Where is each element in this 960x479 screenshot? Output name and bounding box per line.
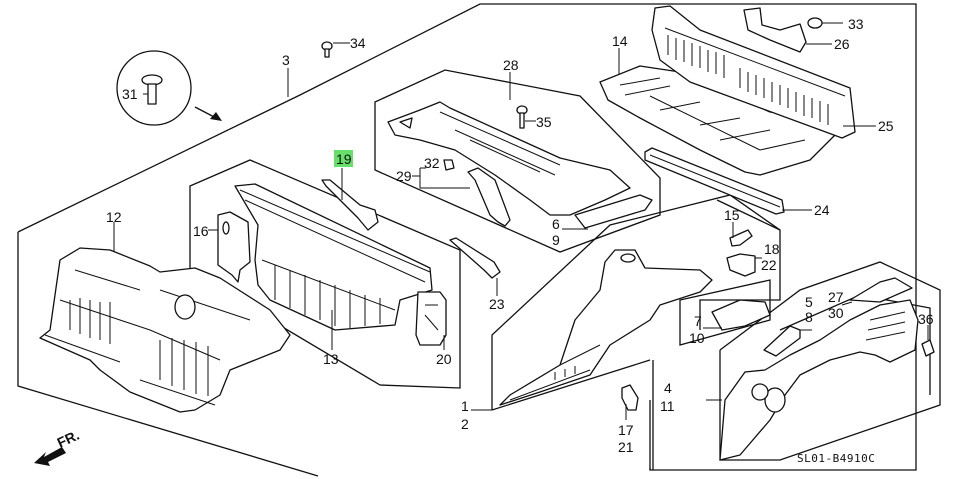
callout-15[interactable]: 15 [724, 207, 740, 223]
leader-lines [113, 48, 876, 411]
callout-14[interactable]: 14 [612, 33, 628, 49]
part-35-bolt[interactable] [516, 105, 536, 129]
callout-13[interactable]: 13 [323, 351, 339, 367]
callout-23[interactable]: 23 [489, 296, 505, 312]
callout-26[interactable]: 26 [834, 36, 850, 52]
callout-35[interactable]: 35 [536, 114, 552, 130]
part-23-stay[interactable] [449, 237, 501, 279]
callout-5[interactable]: 5 [805, 294, 813, 310]
callout-25[interactable]: 25 [878, 118, 894, 134]
part-24-rail[interactable] [644, 147, 785, 215]
callout-18[interactable]: 18 [764, 241, 780, 257]
inset-arrow [194, 106, 222, 121]
part-7-bracket[interactable] [703, 299, 771, 331]
part-28-crossmember[interactable] [387, 101, 653, 229]
callout-6[interactable]: 6 [552, 216, 560, 232]
callout-32[interactable]: 32 [424, 155, 440, 171]
callout-11[interactable]: 11 [660, 398, 675, 414]
callout-21[interactable]: 21 [618, 439, 634, 455]
part-17-clip[interactable] [621, 384, 639, 420]
callout-7[interactable]: 7 [694, 313, 702, 329]
part-29-bracket[interactable] [412, 159, 511, 227]
part-26-bracket[interactable] [743, 7, 832, 53]
callout-34[interactable]: 34 [350, 35, 366, 51]
part-20-bracket[interactable] [415, 291, 447, 346]
part-27-bracket[interactable] [841, 277, 913, 306]
callout-29[interactable]: 29 [396, 168, 412, 184]
callout-36[interactable]: 36 [918, 311, 934, 327]
part-34-clip[interactable] [321, 41, 350, 58]
highlight-19 [334, 150, 353, 167]
callout-28[interactable]: 28 [503, 57, 519, 73]
part-5-bracket[interactable] [763, 325, 812, 357]
part-36-bolt[interactable] [921, 325, 935, 357]
callout-24[interactable]: 24 [814, 202, 830, 218]
part-16-bracket[interactable] [217, 211, 251, 283]
callout-10[interactable]: 10 [689, 330, 705, 346]
callout-31[interactable]: 31 [122, 86, 138, 102]
part-19-stay[interactable] [321, 179, 379, 231]
part-12-floor-panel[interactable] [39, 247, 291, 413]
callout-4[interactable]: 4 [664, 380, 672, 396]
front-direction-indicator: FR. [34, 427, 82, 466]
part-15-bracket[interactable] [729, 222, 753, 247]
diagram-reference-code: SL01-B4910C [797, 452, 875, 465]
part-13-rear-panel[interactable] [234, 183, 433, 331]
part-18-bracket[interactable] [726, 253, 762, 277]
callout-16[interactable]: 16 [193, 223, 209, 239]
callout-19[interactable]: 19 [336, 151, 352, 167]
callout-2[interactable]: 2 [461, 416, 469, 432]
callout-8[interactable]: 8 [805, 309, 813, 325]
callout-9[interactable]: 9 [552, 232, 560, 248]
main-frame [17, 3, 917, 477]
part-33-nut[interactable] [807, 17, 843, 29]
callout-20[interactable]: 20 [436, 351, 452, 367]
callout-12[interactable]: 12 [106, 209, 122, 225]
callout-3[interactable]: 3 [282, 52, 290, 68]
callout-33[interactable]: 33 [848, 16, 864, 32]
callout-1[interactable]: 1 [461, 398, 469, 414]
part-1-side-frame[interactable] [499, 249, 713, 406]
callout-27[interactable]: 27 [828, 289, 844, 305]
part-31-inset[interactable] [116, 50, 192, 126]
callout-17[interactable]: 17 [618, 422, 634, 438]
callout-22[interactable]: 22 [761, 257, 777, 273]
part-25-rear-panel[interactable] [651, 5, 856, 139]
front-label: FR. [55, 427, 82, 451]
front-arrow-icon [34, 447, 66, 466]
callout-labels: 3 31 34 12 16 19 13 20 23 28 35 32 29 6 … [106, 16, 934, 455]
callout-30[interactable]: 30 [828, 305, 844, 321]
part-4-wheelhouse[interactable] [706, 299, 919, 461]
